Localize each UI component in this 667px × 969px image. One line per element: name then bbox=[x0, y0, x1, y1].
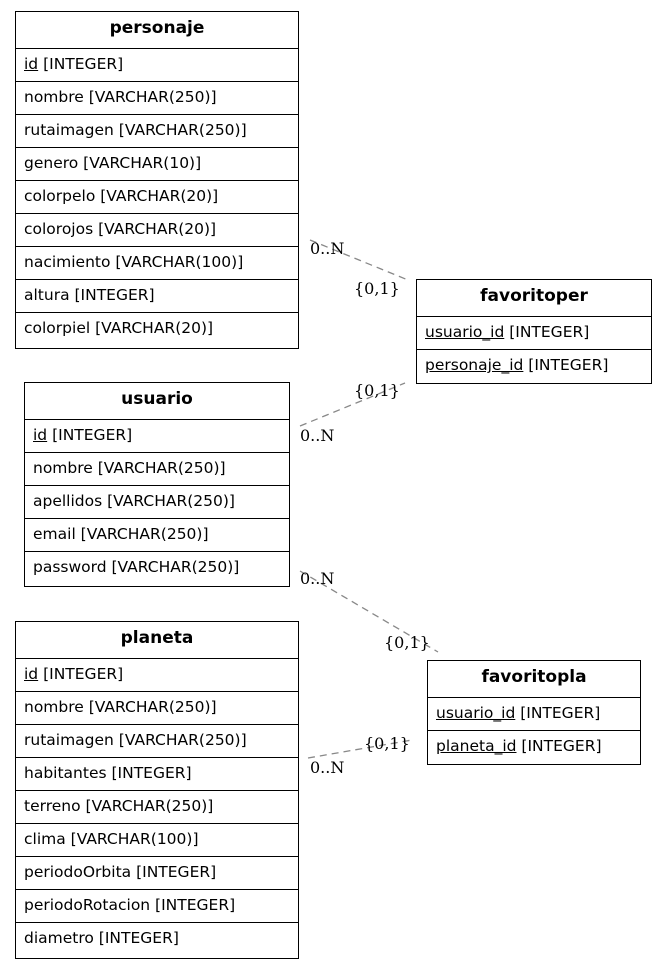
field-row: planeta_id [INTEGER] bbox=[428, 731, 640, 764]
field-row: periodoOrbita [INTEGER] bbox=[16, 857, 298, 890]
field-text: rutaimagen [VARCHAR(250)] bbox=[24, 731, 247, 749]
field-type: [INTEGER] bbox=[38, 665, 124, 683]
primary-key: usuario_id bbox=[425, 323, 505, 341]
field-row: nacimiento [VARCHAR(100)] bbox=[16, 247, 298, 280]
field-type: [INTEGER] bbox=[523, 356, 609, 374]
field-row: terreno [VARCHAR(250)] bbox=[16, 791, 298, 824]
edge-personaje-favoritoper bbox=[309, 239, 409, 281]
field-text: genero [VARCHAR(10)] bbox=[24, 154, 202, 172]
field-row: diametro [INTEGER] bbox=[16, 923, 298, 956]
field-row: email [VARCHAR(250)] bbox=[25, 519, 289, 552]
field-row: id [INTEGER] bbox=[16, 49, 298, 82]
edge-usuario-favoritoper bbox=[299, 382, 406, 427]
field-text: apellidos [VARCHAR(250)] bbox=[33, 492, 235, 510]
edge-usuario-favoritopla bbox=[299, 570, 439, 653]
field-text: periodoRotacion [INTEGER] bbox=[24, 896, 236, 914]
cardinality-from-label: 0..N bbox=[300, 426, 335, 445]
entity-title: favoritopla bbox=[428, 661, 640, 698]
primary-key: id bbox=[24, 55, 39, 73]
field-row: colorpiel [VARCHAR(20)] bbox=[16, 313, 298, 346]
field-text: terreno [VARCHAR(250)] bbox=[24, 797, 214, 815]
field-row: rutaimagen [VARCHAR(250)] bbox=[16, 725, 298, 758]
field-text: colorojos [VARCHAR(20)] bbox=[24, 220, 217, 238]
field-type: [INTEGER] bbox=[38, 55, 124, 73]
field-row: apellidos [VARCHAR(250)] bbox=[25, 486, 289, 519]
field-type: [INTEGER] bbox=[516, 737, 602, 755]
field-text: colorpelo [VARCHAR(20)] bbox=[24, 187, 219, 205]
field-text: altura [INTEGER] bbox=[24, 286, 155, 304]
field-type: [INTEGER] bbox=[504, 323, 590, 341]
field-row: periodoRotacion [INTEGER] bbox=[16, 890, 298, 923]
entity-title: favoritoper bbox=[417, 280, 651, 317]
field-text: colorpiel [VARCHAR(20)] bbox=[24, 319, 214, 337]
entity-personaje[interactable]: personaje id [INTEGER] nombre [VARCHAR(2… bbox=[15, 11, 299, 349]
field-text: diametro [INTEGER] bbox=[24, 929, 179, 947]
entity-title: usuario bbox=[25, 383, 289, 420]
field-row: personaje_id [INTEGER] bbox=[417, 350, 651, 383]
primary-key: id bbox=[33, 426, 48, 444]
entity-planeta[interactable]: planeta id [INTEGER] nombre [VARCHAR(250… bbox=[15, 621, 299, 959]
field-row: clima [VARCHAR(100)] bbox=[16, 824, 298, 857]
entity-title: personaje bbox=[16, 12, 298, 49]
cardinality-from-label: 0..N bbox=[310, 239, 345, 258]
field-type: [INTEGER] bbox=[515, 704, 601, 722]
cardinality-to-label: {0,1} bbox=[384, 633, 430, 652]
field-text: periodoOrbita [INTEGER] bbox=[24, 863, 217, 881]
field-text: clima [VARCHAR(100)] bbox=[24, 830, 199, 848]
cardinality-to-label: {0,1} bbox=[354, 381, 400, 400]
field-text: habitantes [INTEGER] bbox=[24, 764, 192, 782]
field-row: usuario_id [INTEGER] bbox=[428, 698, 640, 731]
primary-key: id bbox=[24, 665, 39, 683]
field-type: [INTEGER] bbox=[47, 426, 133, 444]
field-text: nacimiento [VARCHAR(100)] bbox=[24, 253, 244, 271]
field-row: colorojos [VARCHAR(20)] bbox=[16, 214, 298, 247]
field-row: usuario_id [INTEGER] bbox=[417, 317, 651, 350]
entity-favoritopla[interactable]: favoritopla usuario_id [INTEGER] planeta… bbox=[427, 660, 641, 765]
field-row: nombre [VARCHAR(250)] bbox=[25, 453, 289, 486]
primary-key: usuario_id bbox=[436, 704, 516, 722]
field-text: nombre [VARCHAR(250)] bbox=[24, 698, 217, 716]
entity-favoritoper[interactable]: favoritoper usuario_id [INTEGER] persona… bbox=[416, 279, 652, 384]
field-text: password [VARCHAR(250)] bbox=[33, 558, 240, 576]
field-text: email [VARCHAR(250)] bbox=[33, 525, 209, 543]
field-row: genero [VARCHAR(10)] bbox=[16, 148, 298, 181]
field-text: rutaimagen [VARCHAR(250)] bbox=[24, 121, 247, 139]
field-row: nombre [VARCHAR(250)] bbox=[16, 82, 298, 115]
entity-title: planeta bbox=[16, 622, 298, 659]
cardinality-from-label: 0..N bbox=[300, 569, 335, 588]
field-row: password [VARCHAR(250)] bbox=[25, 552, 289, 585]
cardinality-from-label: 0..N bbox=[310, 758, 345, 777]
field-row: rutaimagen [VARCHAR(250)] bbox=[16, 115, 298, 148]
edge-planeta-favoritopla bbox=[307, 739, 413, 759]
primary-key: personaje_id bbox=[425, 356, 524, 374]
field-row: habitantes [INTEGER] bbox=[16, 758, 298, 791]
field-row: colorpelo [VARCHAR(20)] bbox=[16, 181, 298, 214]
cardinality-to-label: {0,1} bbox=[354, 279, 400, 298]
field-row: id [INTEGER] bbox=[25, 420, 289, 453]
field-row: altura [INTEGER] bbox=[16, 280, 298, 313]
field-text: nombre [VARCHAR(250)] bbox=[24, 88, 217, 106]
field-text: nombre [VARCHAR(250)] bbox=[33, 459, 226, 477]
field-row: id [INTEGER] bbox=[16, 659, 298, 692]
primary-key: planeta_id bbox=[436, 737, 517, 755]
cardinality-to-label: {0,1} bbox=[364, 734, 410, 753]
field-row: nombre [VARCHAR(250)] bbox=[16, 692, 298, 725]
entity-usuario[interactable]: usuario id [INTEGER] nombre [VARCHAR(250… bbox=[24, 382, 290, 587]
